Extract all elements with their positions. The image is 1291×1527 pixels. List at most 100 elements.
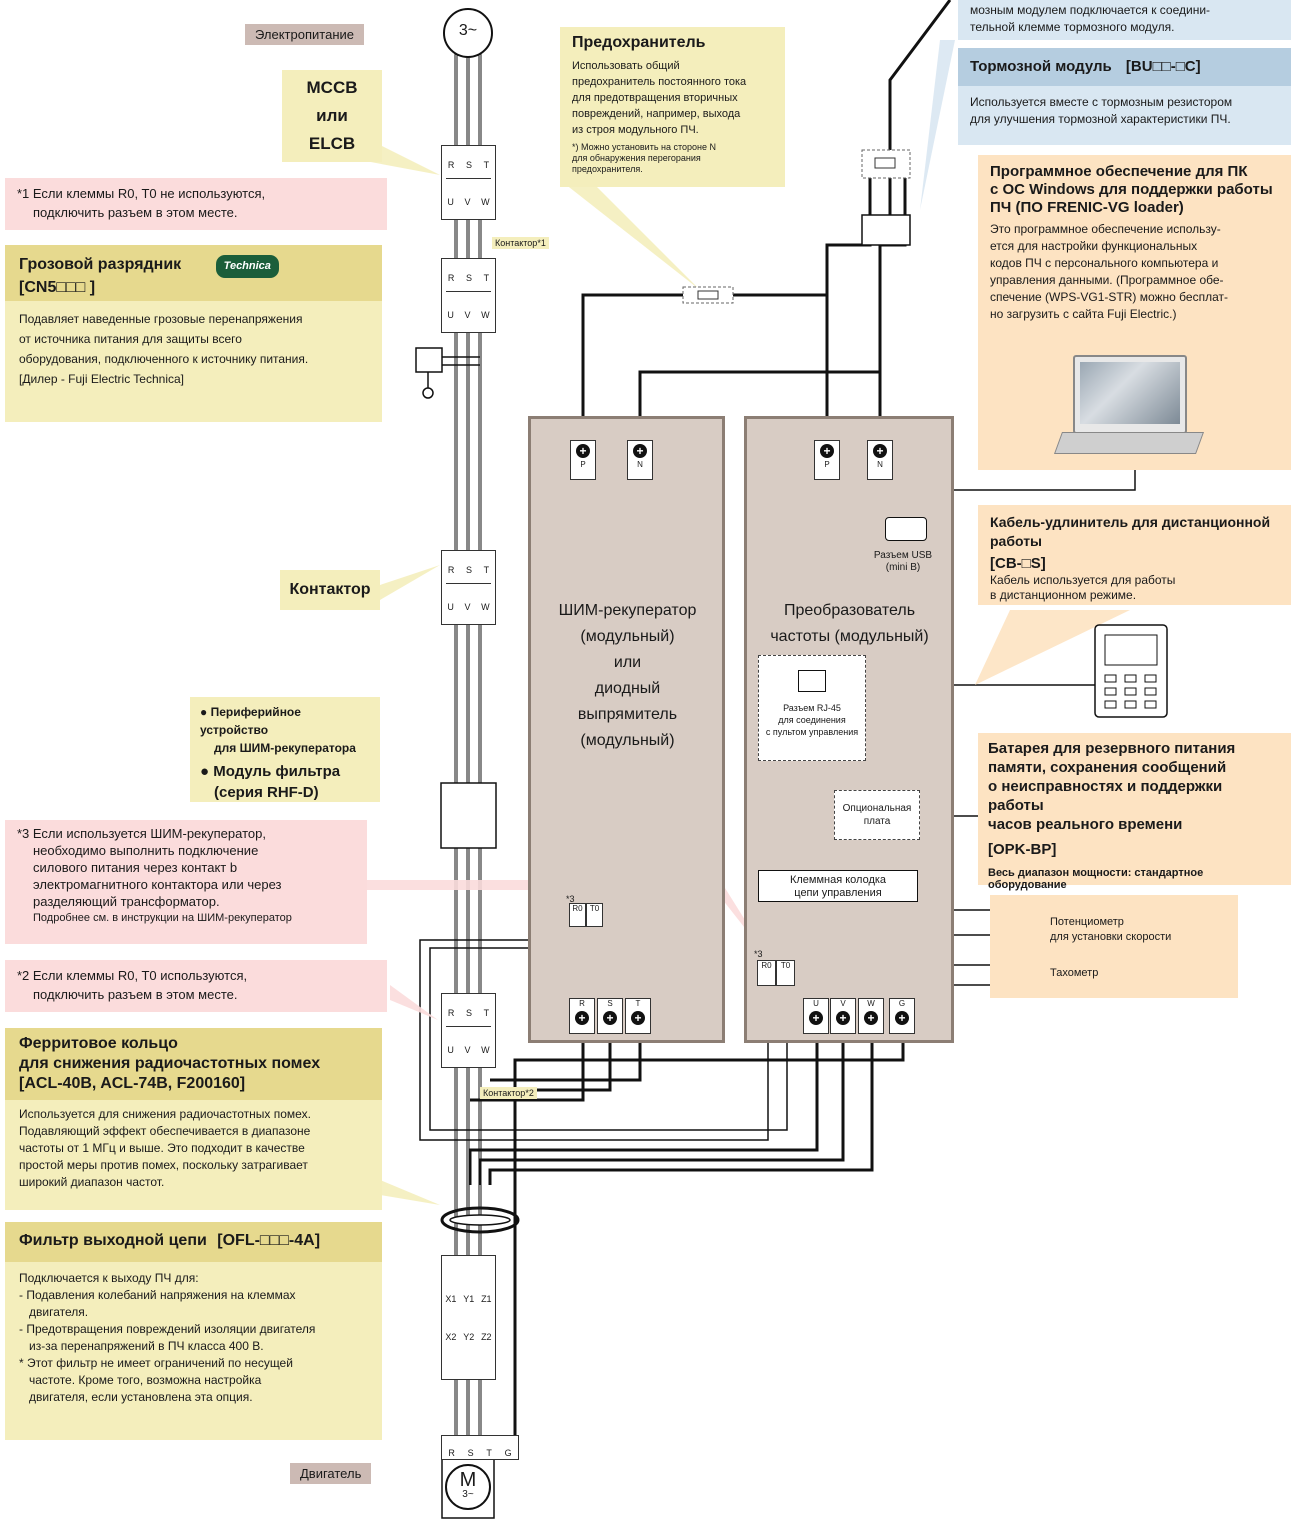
- peripheral-line2: для ШИМ-рекуператора: [214, 741, 356, 755]
- brake-top-callout: мозным модулем подключается к соедини- т…: [958, 0, 1291, 40]
- battery-line1: Батарея для резервного питания: [988, 740, 1236, 757]
- inverter-module-title: Преобразователь частоты (модульный): [746, 598, 953, 650]
- laptop-keyboard-icon: [1053, 432, 1205, 454]
- brake-line2: для улучшения тормозной характеристики П…: [970, 112, 1231, 126]
- inverter-terminal-t0: T0: [776, 960, 795, 986]
- ferrite-title1: Ферритовое кольцо: [19, 1035, 178, 1052]
- output-filter-line8: двигателя, если установлена эта опция.: [29, 1390, 253, 1404]
- inverter-r0t0-star: *3: [754, 949, 763, 959]
- peripheral-line4: (серия RHF-D): [214, 784, 319, 801]
- battery-note: Весь диапазон мощности: стандартное обор…: [988, 867, 1204, 891]
- ferrite-ring-callout: Ферритовое кольцо для снижения радиочаст…: [5, 1028, 382, 1210]
- software-line5: спечение (WPS-VG1-STR) можно бесплат-: [990, 290, 1228, 304]
- ferrite-line1: Используется для снижения радиочастотных…: [19, 1107, 311, 1121]
- optional-line1: Опциональная: [842, 803, 912, 814]
- software-callout: Программное обеспечение для ПК с ОС Wind…: [978, 155, 1291, 470]
- peripheral-line3: ● Модуль фильтра: [200, 763, 341, 780]
- mccb-callout: MCCB или ELCB: [282, 70, 382, 162]
- pwm-line4: диодный: [594, 680, 661, 697]
- tachometer-label: Тахометр: [1050, 967, 1099, 979]
- pwm-line6: (модульный): [580, 732, 675, 749]
- technica-badge: Technica: [215, 255, 279, 278]
- note3-line2: необходимо выполнить подключение: [33, 843, 259, 858]
- arrester-code: [CN5□□□ ]: [19, 279, 96, 296]
- rj45-line3: с пультом управления: [765, 727, 859, 737]
- software-line4: управления данными. (Программное обе-: [990, 273, 1224, 287]
- note2-line1: *2 Если клеммы R0, T0 используются,: [17, 968, 248, 983]
- software-line3: кодов ПЧ с персонального компьютера и: [990, 256, 1219, 270]
- contactor-callout: Контактор: [280, 570, 380, 610]
- note2-line2: подключить разъем в этом месте.: [33, 987, 238, 1002]
- fuse-note2: для обнаружения перегорания предохраните…: [572, 153, 701, 174]
- output-filter-code: [OFL-□□□-4A]: [217, 1232, 321, 1249]
- meters-callout: Потенциометр для установки скорости Тахо…: [990, 895, 1238, 998]
- usb-line1: Разъем USB: [873, 550, 933, 561]
- cable-line2: в дистанционном режиме.: [990, 588, 1137, 602]
- control-terminal-block: Клеммная колодка цепи управления: [758, 870, 918, 902]
- fuse-note1: *) Можно установить на стороне N: [572, 142, 717, 152]
- pwm-line5: выпрямитель: [577, 706, 678, 723]
- output-filter-line5: из-за перенапряжений в ПЧ класса 400 В.: [29, 1339, 264, 1353]
- ferrite-line5: широкий диапазон частот.: [19, 1175, 165, 1189]
- pwm-terminal-r: R+: [569, 998, 595, 1034]
- cable-line1: Кабель используется для работы: [990, 573, 1176, 587]
- mccb-line1: MCCB: [306, 78, 358, 97]
- inverter-terminal-v: V+: [830, 998, 856, 1034]
- cable-code: [CB-□S]: [990, 555, 1046, 572]
- mccb-line2: или: [316, 106, 348, 125]
- rj45-port-box: Разъем RJ-45 для соединения с пультом уп…: [758, 655, 866, 761]
- arrester-line3: оборудования, подключенного к источнику …: [19, 352, 309, 366]
- rj45-line1: Разъем RJ-45: [783, 703, 841, 713]
- fuse-title: Предохранитель: [572, 34, 706, 51]
- arrester-title: Грозовой разрядник: [19, 256, 182, 273]
- pwm-terminal-p: +P: [570, 440, 596, 480]
- software-title3: ПЧ (ПО FRENIC-VG loader): [990, 199, 1184, 216]
- brake-top1: мозным модулем подключается к соедини-: [970, 3, 1211, 17]
- arrester-line1: Подавляет наведенные грозовые перенапряж…: [19, 312, 303, 326]
- ferrite-title2: для снижения радиочастотных помех: [19, 1055, 321, 1072]
- laptop-screen-icon: [1073, 355, 1187, 434]
- fuse-callout: Предохранитель Использовать общий предох…: [560, 27, 785, 187]
- note3-line6: Подробнее см. в инструкции на ШИМ-рекупе…: [33, 912, 292, 924]
- output-filter-callout: Фильтр выходной цепи [OFL-□□□-4A] Подклю…: [5, 1222, 382, 1440]
- inverter-line1: Преобразователь: [783, 602, 916, 619]
- pwm-converter-module: [528, 416, 725, 1043]
- note-1: *1 Если клеммы R0, T0 не используются, п…: [5, 178, 387, 230]
- inverter-terminal-g: G+: [889, 998, 915, 1034]
- brake-title: Тормозной модуль: [970, 58, 1112, 75]
- arrester-line4: [Дилер - Fuji Electric Technica]: [19, 372, 184, 386]
- usb-line2: (mini B): [885, 562, 921, 573]
- ferrite-title3: [ACL-40B, ACL-74B, F200160]: [19, 1075, 246, 1092]
- software-line1: Это программное обеспечение использу-: [990, 222, 1221, 236]
- note1-line2: подключить разъем в этом месте.: [33, 205, 238, 220]
- lightning-arrester-callout: Грозовой разрядник Technica [CN5□□□ ] По…: [5, 245, 382, 422]
- output-filter-line4: - Предотвращения повреждений изоляции дв…: [19, 1322, 316, 1336]
- peripheral-line1: ● Периферийное устройство: [200, 705, 301, 737]
- software-line6: но загрузить с сайта Fuji Electric.): [990, 307, 1177, 321]
- brake-line1: Используется вместе с тормозным резистор…: [970, 95, 1233, 109]
- ferrite-line2: Подавляющий эффект обеспечивается в диап…: [19, 1124, 311, 1138]
- fuse-line1: Использовать общий: [572, 60, 680, 72]
- inverter-terminal-n: +N: [867, 440, 893, 480]
- brake-code: [BU□□-□C]: [1125, 58, 1201, 75]
- power-supply-tag: Электропитание: [245, 24, 364, 45]
- usb-label: Разъем USB (mini B): [858, 550, 948, 574]
- contactor2-label: Контактор*2: [480, 1087, 537, 1099]
- pwm-line3: или: [613, 654, 642, 671]
- inverter-terminal-r0: R0: [757, 960, 776, 986]
- pwm-r0t0-star: *3: [566, 894, 575, 904]
- pwm-terminal-s: S+: [597, 998, 623, 1034]
- output-filter-title: Фильтр выходной цепи: [19, 1232, 207, 1249]
- output-filter-line3: двигателя.: [29, 1305, 89, 1319]
- motor-symbol: M 3~: [448, 1470, 488, 1500]
- inverter-terminal-w: W+: [858, 998, 884, 1034]
- output-filter-line7: частоте. Кроме того, возможна настройка: [29, 1373, 262, 1387]
- optional-board: Опциональная плата: [834, 790, 920, 840]
- terminal-block-line1: Клеммная колодка: [789, 874, 887, 886]
- arrester-line2: от источника питания для защиты всего: [19, 332, 242, 346]
- cable-title: Кабель-удлинитель для дистанционной рабо…: [990, 514, 1271, 549]
- contactor1-label: Контактор*1: [492, 237, 549, 249]
